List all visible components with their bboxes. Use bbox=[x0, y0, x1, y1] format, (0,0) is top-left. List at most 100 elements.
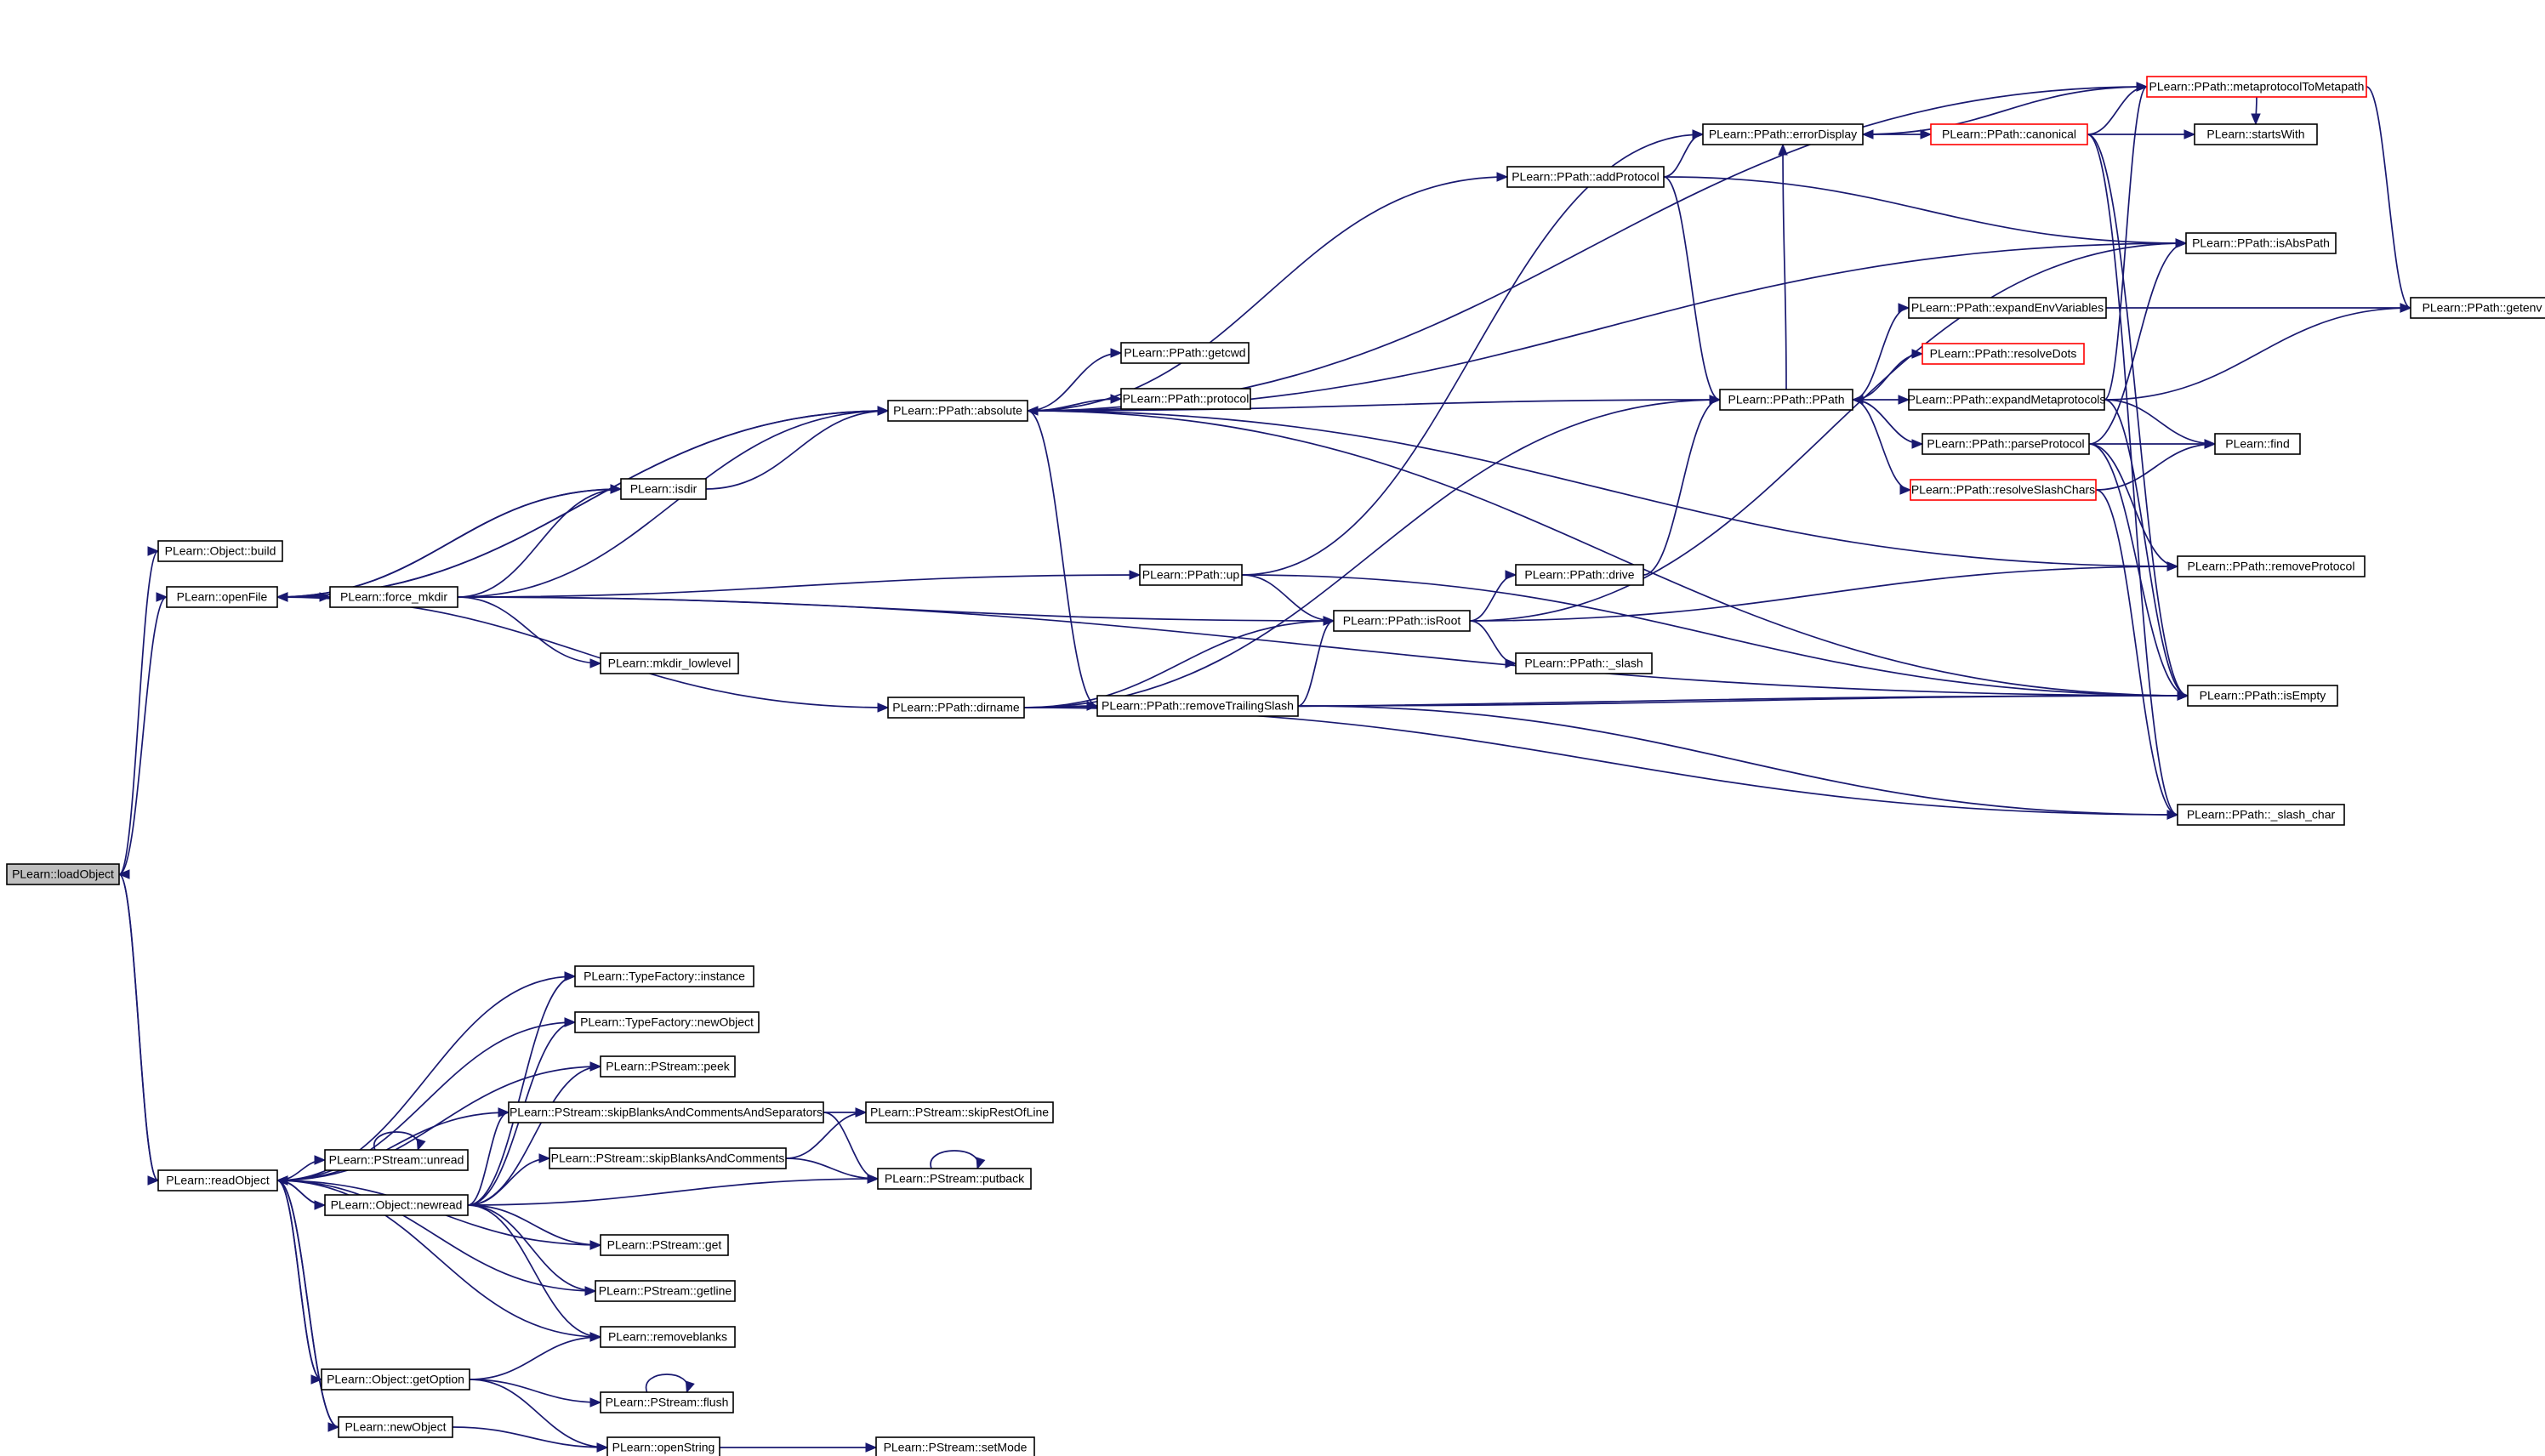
node-protocol[interactable]: PLearn::PPath::protocol bbox=[1120, 388, 1251, 410]
arrowhead bbox=[2166, 810, 2179, 820]
edge-line bbox=[1297, 695, 2189, 707]
node-unread[interactable]: PLearn::PStream::unread bbox=[324, 1149, 469, 1171]
node-skipBCS[interactable]: PLearn::PStream::skipBlanksAndCommentsAn… bbox=[508, 1101, 824, 1123]
node-label: PLearn::find bbox=[2225, 437, 2290, 451]
node-label: PLearn::PStream::skipBlanksAndCommentsAn… bbox=[510, 1106, 823, 1119]
edge-line bbox=[645, 1374, 689, 1393]
arrowhead bbox=[589, 1061, 602, 1072]
edge-isRoot-to-drive bbox=[1469, 570, 1517, 622]
node-box bbox=[549, 1147, 787, 1169]
node-isRoot[interactable]: PLearn::PPath::isRoot bbox=[1333, 610, 1471, 632]
node-label: PLearn::PPath::resolveSlashChars bbox=[1911, 483, 2095, 497]
node-skipBC[interactable]: PLearn::PStream::skipBlanksAndComments bbox=[549, 1147, 787, 1169]
node-_slash_char[interactable]: PLearn::PPath::_slash_char bbox=[2177, 804, 2345, 826]
node-up[interactable]: PLearn::PPath::up bbox=[1139, 564, 1243, 586]
node-box bbox=[600, 1234, 729, 1256]
node-box bbox=[875, 1436, 1035, 1456]
edge-line bbox=[469, 1379, 601, 1403]
node-getcwd[interactable]: PLearn::PPath::getcwd bbox=[1120, 342, 1250, 364]
node-isAbsPath[interactable]: PLearn::PPath::isAbsPath bbox=[2185, 232, 2337, 254]
node-build[interactable]: PLearn::Object::build bbox=[157, 540, 283, 562]
edge-line bbox=[2104, 307, 2411, 401]
node-startsWith[interactable]: PLearn::startsWith bbox=[2194, 123, 2318, 145]
node-removeblanks[interactable]: PLearn::removeblanks bbox=[600, 1326, 736, 1348]
arrowhead bbox=[1911, 349, 1924, 359]
node-box bbox=[1120, 388, 1251, 410]
edge-layer bbox=[117, 82, 2412, 1453]
node-openString[interactable]: PLearn::openString bbox=[606, 1436, 720, 1456]
node-addProtocol[interactable]: PLearn::PPath::addProtocol bbox=[1506, 166, 1665, 188]
edge-addProtocol-to-isAbsPath bbox=[1663, 176, 2188, 248]
node-openFile[interactable]: PLearn::openFile bbox=[166, 586, 278, 608]
node-label: PLearn::TypeFactory::instance bbox=[584, 970, 745, 983]
arrowhead bbox=[147, 546, 160, 556]
node-readObject[interactable]: PLearn::readObject bbox=[157, 1169, 278, 1192]
node-label: PLearn::PStream::putback bbox=[885, 1172, 1025, 1186]
edge-line bbox=[276, 1112, 510, 1181]
node-label: PLearn::isdir bbox=[630, 482, 697, 496]
node-canonical[interactable]: PLearn::PPath::canonical bbox=[1930, 123, 2088, 145]
node-box bbox=[600, 1055, 736, 1078]
edge-metaprotocolToMetapath-to-getenv bbox=[2366, 86, 2412, 313]
node-isEmpty[interactable]: PLearn::PPath::isEmpty bbox=[2187, 685, 2338, 707]
node-find[interactable]: PLearn::find bbox=[2214, 433, 2301, 455]
node-isdir[interactable]: PLearn::isdir bbox=[620, 478, 707, 500]
edge-canonical-to-startsWith bbox=[2087, 129, 2196, 139]
node-box bbox=[1515, 652, 1653, 674]
node-label: PLearn::startsWith bbox=[2206, 128, 2304, 141]
edge-force_mkdir-to-openFile bbox=[276, 592, 331, 602]
edge-line bbox=[1469, 566, 2178, 622]
node-absolute[interactable]: PLearn::PPath::absolute bbox=[887, 400, 1028, 422]
node-box bbox=[329, 586, 458, 608]
edge-line bbox=[1027, 399, 1721, 412]
node-box bbox=[6, 863, 120, 885]
edge-line bbox=[276, 1180, 339, 1428]
node-resolveDots[interactable]: PLearn::PPath::resolveDots bbox=[1922, 343, 2085, 365]
node-mkdir_lowlevel[interactable]: PLearn::mkdir_lowlevel bbox=[600, 652, 739, 674]
edge-canonical-to-_slash_char bbox=[2087, 134, 2179, 820]
node-putback[interactable]: PLearn::PStream::putback bbox=[877, 1168, 1032, 1190]
node-box bbox=[600, 652, 739, 674]
node-dirname[interactable]: PLearn::PPath::dirname bbox=[887, 697, 1025, 719]
node-label: PLearn::PPath::PPath bbox=[1728, 393, 1845, 407]
node-peek[interactable]: PLearn::PStream::peek bbox=[600, 1055, 736, 1078]
node-getline[interactable]: PLearn::PStream::getline bbox=[595, 1280, 736, 1302]
arrowhead bbox=[2251, 113, 2261, 126]
arrowhead bbox=[1505, 658, 1517, 668]
node-flush[interactable]: PLearn::PStream::flush bbox=[600, 1391, 734, 1413]
arrowhead bbox=[310, 1374, 323, 1385]
node-setMode[interactable]: PLearn::PStream::setMode bbox=[875, 1436, 1035, 1456]
edge-line bbox=[276, 1021, 576, 1181]
node-force_mkdir[interactable]: PLearn::force_mkdir bbox=[329, 586, 458, 608]
edge-readObject-to-loadObject bbox=[117, 869, 159, 1181]
node-newObject_tf[interactable]: PLearn::TypeFactory::newObject bbox=[574, 1011, 760, 1033]
node-getenv[interactable]: PLearn::PPath::getenv bbox=[2410, 297, 2545, 319]
node-newread[interactable]: PLearn::Object::newread bbox=[324, 1194, 469, 1216]
edge-line bbox=[1023, 399, 1721, 708]
node-box bbox=[338, 1416, 453, 1438]
node-skipRestOfLine[interactable]: PLearn::PStream::skipRestOfLine bbox=[865, 1101, 1054, 1123]
arrowhead bbox=[314, 1155, 327, 1165]
edge-line bbox=[1663, 176, 1721, 401]
node-getOption[interactable]: PLearn::Object::getOption bbox=[321, 1368, 470, 1391]
node-_slash[interactable]: PLearn::PPath::_slash bbox=[1515, 652, 1653, 674]
edge-line bbox=[457, 410, 889, 598]
node-PPath[interactable]: PLearn::PPath::PPath bbox=[1719, 389, 1853, 411]
node-expandEnvVariables[interactable]: PLearn::PPath::expandEnvVariables bbox=[1908, 297, 2107, 319]
node-removeProtocol[interactable]: PLearn::PPath::removeProtocol bbox=[2177, 555, 2366, 577]
node-instance[interactable]: PLearn::TypeFactory::instance bbox=[574, 965, 754, 987]
node-get[interactable]: PLearn::PStream::get bbox=[600, 1234, 729, 1256]
node-errorDisplay[interactable]: PLearn::PPath::errorDisplay bbox=[1702, 123, 1864, 145]
edge-line bbox=[467, 1157, 550, 1206]
node-resolveSlashChars[interactable]: PLearn::PPath::resolveSlashChars bbox=[1910, 479, 2097, 501]
edge-line bbox=[2087, 134, 2178, 816]
node-drive[interactable]: PLearn::PPath::drive bbox=[1515, 564, 1644, 586]
edge-line bbox=[1241, 134, 1704, 576]
node-label: PLearn::PPath::_slash bbox=[1524, 657, 1643, 670]
node-loadObject[interactable]: PLearn::loadObject bbox=[6, 863, 120, 885]
node-expandMetaprotocols[interactable]: PLearn::PPath::expandMetaprotocols bbox=[1908, 389, 2106, 411]
node-metaprotocolToMetapath[interactable]: PLearn::PPath::metaprotocolToMetapath bbox=[2146, 76, 2367, 98]
node-newObject[interactable]: PLearn::newObject bbox=[338, 1416, 453, 1438]
node-removeTrailingSlash[interactable]: PLearn::PPath::removeTrailingSlash bbox=[1096, 695, 1299, 717]
node-parseProtocol[interactable]: PLearn::PPath::parseProtocol bbox=[1922, 433, 2090, 455]
